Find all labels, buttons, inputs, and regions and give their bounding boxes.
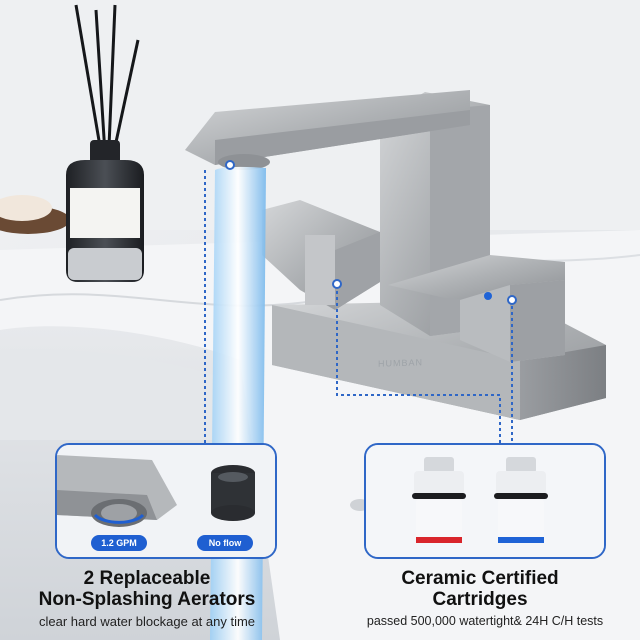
cartridge-illustration <box>366 445 604 557</box>
cartridge-title-line2: Cartridges <box>432 589 528 610</box>
cartridge-subtitle: passed 500,000 watertight& 24H C/H tests <box>366 614 604 628</box>
brand-mark: HUMBAN <box>378 357 424 369</box>
aerator-image-panel: 1.2 GPM No flow <box>55 443 277 559</box>
aerator-title-line2: Non-Splashing Aerators <box>38 589 256 610</box>
cartridge-feature: Ceramic Certified Cartridges passed 500,… <box>330 438 640 640</box>
aerator-subtitle: clear hard water blockage at any time <box>38 614 256 629</box>
no-flow-badge: No flow <box>197 535 253 551</box>
cartridge-title-line1: Ceramic Certified <box>401 568 559 589</box>
callout-lines <box>204 170 513 445</box>
cartridge-image-panel <box>364 443 606 559</box>
aerator-title-line1: 2 Replaceable <box>83 568 211 589</box>
flow-rate-badge: 1.2 GPM <box>91 535 147 551</box>
diffuser-bottle <box>66 4 144 282</box>
aerator-feature: 1.2 GPM No flow 2 Replaceable Non-Splash… <box>0 438 280 640</box>
